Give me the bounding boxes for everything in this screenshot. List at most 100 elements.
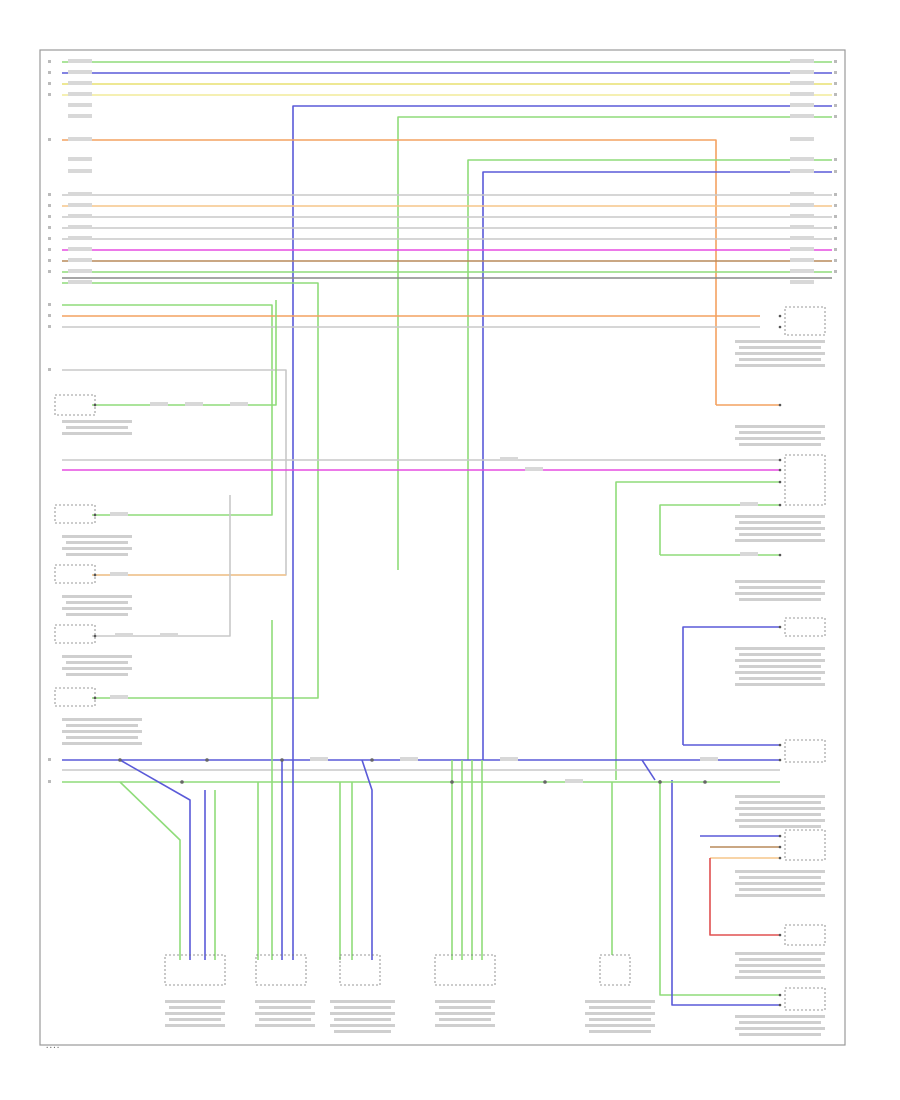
- splice-dot: [658, 780, 662, 784]
- left-component-caption: [62, 607, 132, 610]
- right-wire-green-1: [615, 481, 780, 780]
- right-component-caption: [739, 958, 821, 961]
- bottom-component-caption: [585, 1000, 655, 1003]
- wire-color-label: [68, 247, 92, 251]
- pin-number: [834, 270, 837, 273]
- wire-color-label: [565, 779, 583, 783]
- right-component-caption: [739, 1021, 821, 1024]
- right-component-caption: [735, 807, 825, 810]
- right-wire-red: [709, 858, 780, 936]
- connector-pin: [93, 573, 97, 577]
- wire-color-label: [790, 59, 814, 63]
- right-wire-blue-3: [671, 780, 780, 1006]
- right-component-caption: [735, 340, 825, 343]
- pin-number: [48, 780, 51, 783]
- label-layer: [48, 59, 837, 1036]
- pin-number: [48, 215, 51, 218]
- left-switch-3: [54, 564, 96, 584]
- harness-wire-d: [62, 369, 287, 576]
- pin-number: [834, 226, 837, 229]
- splice-dot: [180, 780, 184, 784]
- pin-number: [834, 170, 837, 173]
- wire-color-label: [500, 757, 518, 761]
- wire-color-label: [68, 225, 92, 229]
- connector-pin: [778, 758, 782, 762]
- pin-number: [48, 368, 51, 371]
- pin-number: [48, 93, 51, 96]
- left-component-caption: [66, 736, 138, 739]
- wire-color-label: [790, 92, 814, 96]
- bus-wire-6: [397, 116, 832, 570]
- bottom-component-caption: [334, 1018, 391, 1021]
- connector-pin: [778, 468, 782, 472]
- connector-pin: [778, 458, 782, 462]
- right-component-caption: [735, 539, 825, 542]
- connector-pin: [778, 503, 782, 507]
- connector-pin: [778, 1003, 782, 1007]
- bottom-component-caption: [585, 1024, 655, 1027]
- pin-number: [834, 104, 837, 107]
- bottom-component-1: [164, 954, 226, 986]
- pin-number: [48, 237, 51, 240]
- harness-wire-a: [62, 304, 273, 516]
- right-component-caption: [735, 580, 825, 583]
- right-module-1: [784, 306, 826, 336]
- wire-color-label: [115, 633, 133, 637]
- right-wire-green-4: [659, 780, 780, 996]
- left-component-caption: [66, 553, 128, 556]
- drop-wire: [119, 759, 191, 960]
- wire-color-label: [790, 137, 814, 141]
- wire-color-label: [790, 192, 814, 196]
- pin-number: [48, 314, 51, 317]
- right-component-caption: [735, 352, 825, 355]
- left-component-caption: [66, 541, 128, 544]
- bottom-component-caption: [334, 1006, 391, 1009]
- pin-number: [834, 259, 837, 262]
- right-component-caption: [739, 598, 821, 601]
- pin-number: [834, 158, 837, 161]
- right-component-caption: [735, 364, 825, 367]
- right-component-caption: [739, 888, 821, 891]
- left-component-caption: [66, 673, 128, 676]
- bottom-component-caption: [439, 1018, 491, 1021]
- bottom-component-caption: [589, 1006, 651, 1009]
- right-component-caption: [739, 358, 821, 361]
- bottom-component-caption: [165, 1012, 225, 1015]
- right-component-caption: [739, 431, 821, 434]
- bottom-component-caption: [435, 1024, 495, 1027]
- wire-color-label: [790, 70, 814, 74]
- connector-pin: [778, 845, 782, 849]
- bottom-component-caption: [334, 1030, 391, 1033]
- right-component-caption: [735, 952, 825, 955]
- right-component-caption: [739, 443, 821, 446]
- splice-dot: [280, 758, 284, 762]
- connector-pin: [778, 625, 782, 629]
- left-switch-5: [54, 687, 96, 707]
- wire-color-label: [68, 103, 92, 107]
- bottom-component-caption: [255, 1000, 315, 1003]
- splice-dot: [205, 758, 209, 762]
- left-component-caption: [62, 718, 142, 721]
- left-switch-4: [54, 624, 96, 644]
- connector-pin: [778, 743, 782, 747]
- right-component-caption: [735, 683, 825, 686]
- right-wire-blue-1: [682, 626, 780, 745]
- pin-number: [48, 204, 51, 207]
- pin-number: [834, 71, 837, 74]
- wire-color-label: [500, 457, 518, 461]
- splice-dot: [370, 758, 374, 762]
- splice-dot: [703, 780, 707, 784]
- right-component-caption: [735, 1027, 825, 1030]
- right-component-caption: [735, 1015, 825, 1018]
- wire-color-label: [790, 225, 814, 229]
- drop-wire: [361, 759, 373, 960]
- left-component-caption: [62, 730, 142, 733]
- pin-number: [834, 215, 837, 218]
- connector-pin: [778, 480, 782, 484]
- right-component-caption: [739, 1033, 821, 1036]
- right-component-caption: [739, 677, 821, 680]
- pin-number: [48, 226, 51, 229]
- bottom-component-3: [339, 954, 381, 986]
- footer-label: • • • •: [46, 1045, 59, 1050]
- wire-color-label: [740, 502, 758, 506]
